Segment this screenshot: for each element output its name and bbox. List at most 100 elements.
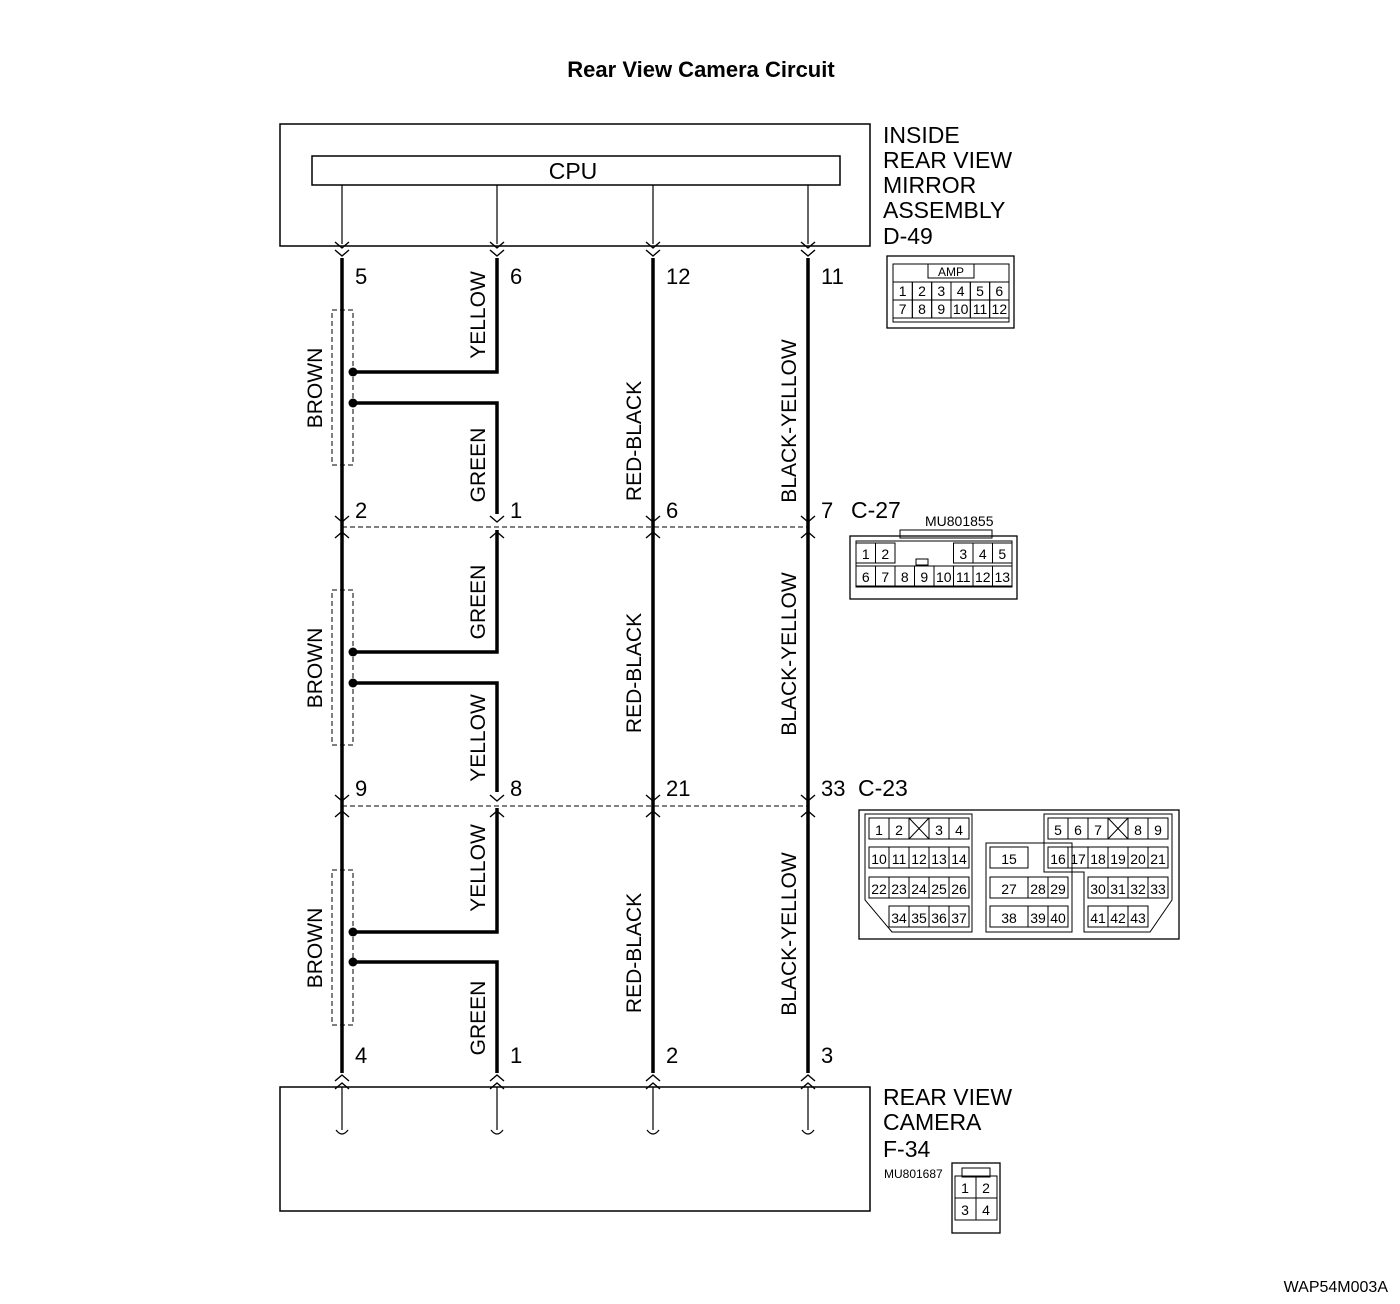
- svg-text:34: 34: [891, 910, 907, 926]
- svg-text:4: 4: [979, 546, 987, 562]
- svg-text:11: 11: [973, 301, 988, 317]
- c27-connector-id: C-27: [851, 497, 901, 523]
- wire-signal-seg3-b: [353, 960, 499, 1073]
- svg-text:33: 33: [1150, 881, 1166, 897]
- c23-pin-16: 16: [1047, 846, 1069, 869]
- connector-chevron: [645, 794, 661, 802]
- c23-pin-11: 11: [888, 846, 910, 869]
- d49-pin-10: 10: [950, 299, 971, 319]
- wire-signal-seg1-b: [353, 401, 499, 514]
- svg-text:11: 11: [892, 851, 907, 867]
- svg-text:2: 2: [881, 546, 889, 562]
- svg-text:23: 23: [891, 881, 907, 897]
- c23-pin-10: 10: [868, 846, 890, 869]
- mirror-connector-id: D-49: [883, 223, 933, 249]
- connector-chevron: [800, 810, 816, 818]
- connector-chevron: [334, 794, 350, 802]
- svg-text:37: 37: [951, 910, 967, 926]
- svg-text:5: 5: [976, 283, 984, 299]
- connector-chevron: [645, 531, 661, 539]
- c23-pin-5: 5: [1047, 817, 1069, 840]
- f34-pin-1: 1: [961, 1180, 969, 1196]
- wire-signal-seg1-a: [353, 258, 499, 374]
- connector-chevron: [645, 810, 661, 818]
- pin-labels-top: 5 6 12 11: [355, 264, 844, 289]
- c23-pin-7: 7: [1087, 817, 1109, 840]
- pin-label: 6: [510, 264, 522, 289]
- c23-pin-15: 15: [989, 846, 1029, 869]
- svg-text:8: 8: [901, 569, 909, 585]
- c23-pin-17: 17: [1067, 846, 1089, 869]
- c27-pin-6: 6: [855, 565, 876, 587]
- figure-code: WAP54M003A: [1284, 1279, 1389, 1296]
- connector-chevron: [489, 531, 505, 539]
- c23-pin-42: 42: [1107, 905, 1129, 928]
- d49-pin-1: 1: [892, 281, 913, 301]
- svg-text:12: 12: [992, 301, 1008, 317]
- wire-signal-seg3-a: [353, 808, 499, 934]
- svg-text:7: 7: [1094, 822, 1102, 838]
- c23-pin-40: 40: [1047, 905, 1069, 928]
- svg-text:1: 1: [862, 546, 870, 562]
- c23-pin-2: 2: [888, 817, 910, 840]
- svg-text:5: 5: [1054, 822, 1062, 838]
- svg-text:39: 39: [1030, 910, 1046, 926]
- c23-pin-35: 35: [908, 905, 930, 928]
- connector-chevron: [645, 1082, 661, 1090]
- pin-label: 9: [355, 776, 367, 801]
- f34-pin-2: 2: [982, 1180, 990, 1196]
- svg-text:6: 6: [995, 283, 1003, 299]
- mirror-name-line2: REAR VIEW: [883, 147, 1012, 173]
- c23-pin-33: 33: [1147, 876, 1169, 899]
- c23-pin-30: 30: [1087, 876, 1109, 899]
- connector-chevron: [800, 515, 816, 523]
- svg-text:1: 1: [875, 822, 883, 838]
- c23-pin-9: 9: [1147, 817, 1169, 840]
- wire-signal-seg2-a: [353, 530, 499, 654]
- svg-text:41: 41: [1090, 910, 1106, 926]
- connector-chevron: [334, 241, 350, 249]
- svg-text:17: 17: [1070, 851, 1086, 867]
- c23-pin-21: 21: [1147, 846, 1169, 869]
- d49-brand-label: AMP: [938, 265, 964, 279]
- connector-chevron: [800, 1082, 816, 1090]
- mirror-name: INSIDE REAR VIEW MIRROR ASSEMBLY D-49: [883, 122, 1012, 249]
- wires: [340, 258, 810, 1073]
- mirror-name-line1: INSIDE: [883, 122, 960, 148]
- connector-chevron: [800, 531, 816, 539]
- pin-labels-mid1: 2 1 6 7: [355, 498, 833, 523]
- pin-label: 12: [666, 264, 690, 289]
- d49-pin-12: 12: [989, 299, 1010, 319]
- shield-boxes: [331, 309, 354, 1026]
- svg-text:38: 38: [1001, 910, 1017, 926]
- svg-text:22: 22: [871, 881, 887, 897]
- c23-pin-41: 41: [1087, 905, 1109, 928]
- svg-text:2: 2: [895, 822, 903, 838]
- wire-label: RED-BLACK: [623, 381, 646, 501]
- connector-chevron: [800, 794, 816, 802]
- connector-chevron: [645, 1074, 661, 1082]
- c23-pin-38: 38: [989, 905, 1029, 928]
- c27-part-number: MU801855: [925, 513, 994, 529]
- wire-label: YELLOW: [467, 824, 490, 912]
- c23-pin-23: 23: [888, 876, 910, 899]
- svg-text:31: 31: [1110, 881, 1126, 897]
- c23-pin-18: 18: [1087, 846, 1109, 869]
- d49-pin-9: 9: [931, 299, 952, 319]
- d49-pin-2: 2: [911, 281, 933, 301]
- camera-name-line2: CAMERA: [883, 1109, 982, 1135]
- c23-pin-13: 13: [928, 846, 950, 869]
- svg-text:24: 24: [911, 881, 927, 897]
- c27-pin-11: 11: [953, 565, 974, 587]
- wire-label: BLACK-YELLOW: [778, 572, 801, 736]
- svg-text:21: 21: [1150, 851, 1166, 867]
- c27-pin-2: 2: [875, 542, 896, 564]
- connector-chevron: [800, 1074, 816, 1082]
- connector-chevron: [800, 249, 816, 257]
- cpu-label: CPU: [549, 158, 598, 184]
- wire-labels-seg1: BROWN YELLOW GREEN RED-BLACK BLACK-YELLO…: [304, 271, 801, 503]
- d49-pin-6: 6: [989, 281, 1010, 301]
- connector-chevron: [334, 1074, 350, 1082]
- c23-pin-6: 6: [1067, 817, 1089, 840]
